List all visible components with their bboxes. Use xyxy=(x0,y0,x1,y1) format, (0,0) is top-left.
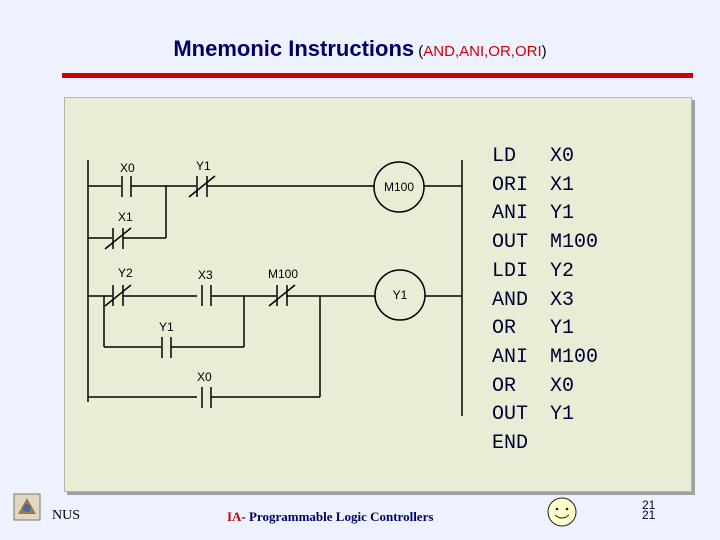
contact-x0-bottom-no xyxy=(201,387,212,408)
contact-x3-no xyxy=(201,285,212,306)
mnemonic-row: ORI X1 xyxy=(492,172,598,201)
title-main: Mnemonic Instructions xyxy=(173,36,415,61)
page-number: 21 21 xyxy=(642,498,656,522)
mnemonic-row: END xyxy=(492,430,598,459)
mnemonic-op: LDI xyxy=(492,259,529,283)
mnemonic-arg: X0 xyxy=(550,145,575,168)
mnemonic-op: OUT xyxy=(492,231,529,255)
mnemonic-row: ANI M100 xyxy=(492,344,598,373)
label-y1-mid: Y1 xyxy=(159,320,174,334)
label-x3: X3 xyxy=(198,268,213,282)
mnemonic-row: OR Y1 xyxy=(492,315,598,344)
footer-course: IA- Programmable Logic Controllers xyxy=(227,509,433,525)
mnemonic-arg: Y1 xyxy=(550,202,575,226)
mnemonic-arg: X1 xyxy=(550,173,575,197)
title-ops: AND,ANI,OR,ORI xyxy=(423,43,542,60)
coil-y1 xyxy=(374,269,426,321)
mnemonic-row: OUT M100 xyxy=(492,229,598,258)
title-subtitle: (AND,ANI,OR,ORI) xyxy=(414,43,547,60)
mnemonic-op: ANI xyxy=(492,345,529,369)
diagram-panel xyxy=(64,97,692,492)
mnemonic-arg: M100 xyxy=(550,345,599,369)
mnemonic-op: ORI xyxy=(492,173,529,197)
smiley-icon xyxy=(547,497,577,527)
mnemonic-row: OR X0 xyxy=(492,373,598,402)
mnemonic-arg: M100 xyxy=(550,231,599,255)
mnemonic-row: AND X3 xyxy=(492,287,598,316)
nus-logo-icon xyxy=(13,493,41,521)
contact-m100-nc xyxy=(268,284,296,307)
mnemonic-op: OR xyxy=(492,317,517,341)
mnemonic-op: OUT xyxy=(492,403,529,427)
footer-ia: IA xyxy=(227,509,242,524)
mnemonic-op: OR xyxy=(492,374,517,398)
mnemonic-op: AND xyxy=(492,288,529,312)
mnemonic-arg: X0 xyxy=(550,374,575,398)
footer-course-title: - Programmable Logic Controllers xyxy=(241,509,434,524)
footer-nus: NUS xyxy=(52,508,81,523)
label-x0-bottom: X0 xyxy=(197,370,212,384)
label-m100-contact: M100 xyxy=(268,267,298,281)
page-title: Mnemonic Instructions (AND,ANI,OR,ORI) xyxy=(0,36,720,62)
mnemonic-arg: Y2 xyxy=(550,259,575,283)
mnemonic-row: LDI Y2 xyxy=(492,258,598,287)
label-x0-top: X0 xyxy=(120,161,135,175)
contact-x0-no xyxy=(121,176,132,197)
label-y2: Y2 xyxy=(118,266,133,280)
mnemonic-row: ANI Y1 xyxy=(492,200,598,229)
coil-m100 xyxy=(373,161,425,213)
mnemonic-arg: Y1 xyxy=(550,403,575,427)
contact-y1-no xyxy=(161,337,172,358)
label-x1: X1 xyxy=(118,210,133,224)
label-coil-y1: Y1 xyxy=(393,288,408,302)
label-coil-m100: M100 xyxy=(384,180,414,194)
mnemonic-arg: Y1 xyxy=(550,317,575,341)
mnemonic-arg: X3 xyxy=(550,288,575,312)
mnemonic-row: OUT Y1 xyxy=(492,401,598,430)
label-y1-top: Y1 xyxy=(196,159,211,173)
mnemonic-op: ANI xyxy=(492,202,529,226)
title-divider xyxy=(62,73,693,78)
mnemonic-row: LD X0 xyxy=(492,143,598,172)
mnemonic-op: END xyxy=(492,432,529,456)
contact-y2-nc xyxy=(104,284,132,307)
mnemonic-op: LD xyxy=(492,145,517,168)
